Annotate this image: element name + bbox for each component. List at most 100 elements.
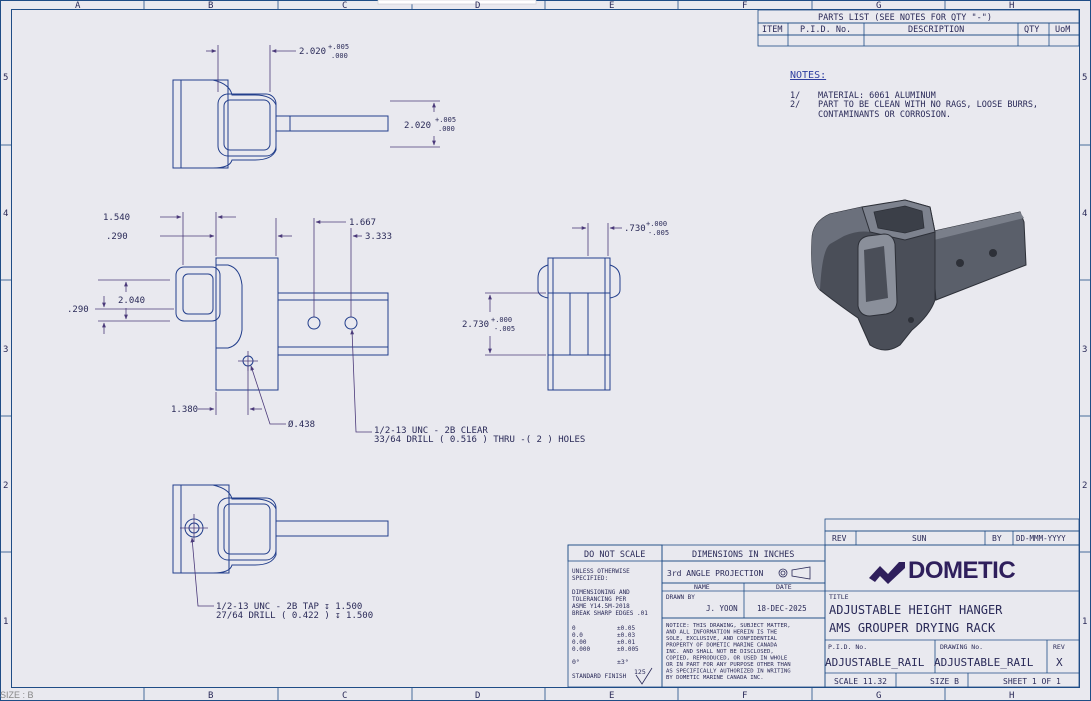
dim-front-1667: 1.667 xyxy=(349,218,376,228)
tolerance-angle-value: ±3° xyxy=(617,658,629,666)
tolerancing-line3: ASME Y14.5M-2018 xyxy=(572,603,630,610)
scale-value: SCALE 11.32 xyxy=(834,677,887,686)
zone-bottom-h: H xyxy=(1009,691,1014,701)
pid-value: ADJUSTABLE_RAIL xyxy=(825,656,925,669)
parts-list-title: PARTS LIST (SEE NOTES FOR QTY "-") xyxy=(818,13,992,23)
zone-top-h: H xyxy=(1009,1,1014,11)
revision-sun-label: SUN xyxy=(912,534,927,543)
notice-line6: COPIED, REPRODUCED, OR USED IN WHOLE xyxy=(666,656,788,662)
zone-bottom-g: G xyxy=(876,691,881,701)
projection-label: 3rd ANGLE PROJECTION xyxy=(667,569,764,578)
third-angle-projection-icon xyxy=(778,566,811,580)
dim-front-1540: 1.540 xyxy=(103,213,130,223)
name-header: NAME xyxy=(694,583,710,591)
parts-list-header-uom: UoM xyxy=(1055,25,1070,35)
tolerance-angle-label: 0° xyxy=(572,658,580,666)
top-view-dims xyxy=(206,45,440,148)
date-header: DATE xyxy=(776,583,792,591)
zone-top-b: B xyxy=(208,1,213,11)
unless-line2: SPECIFIED: xyxy=(572,575,608,582)
dim-top-width-tol-minus: .000 xyxy=(331,52,348,60)
dim-top-width-tol-plus: +.005 xyxy=(328,43,349,51)
dim-front-hole-dia: Ø.438 xyxy=(288,419,315,430)
zone-top-e: E xyxy=(609,1,614,11)
tolerance-dec-1: 0.0 xyxy=(572,632,583,639)
tolerance-dec-2: 0.00 xyxy=(572,639,587,646)
rev-label: REV xyxy=(1053,643,1065,651)
size-tag: SIZE : B xyxy=(0,690,34,700)
note-2-text-line1: PART TO BE CLEAN WITH NO RAGS, LOOSE BUR… xyxy=(818,100,1038,110)
dim-side-2730: 2.730 xyxy=(462,320,489,330)
dim-front-2040: 2.040 xyxy=(118,296,145,306)
title-block xyxy=(567,518,1080,688)
dim-front-3333: 3.333 xyxy=(365,232,392,242)
dometic-logo-text: DOMETIC xyxy=(908,557,1015,584)
pid-label: P.I.D. No. xyxy=(828,643,867,651)
drawing-number-value: ADJUSTABLE_RAIL xyxy=(934,656,1034,669)
isometric-view xyxy=(811,199,1027,351)
callout-clear-line2: 33/64 DRILL ( 0.516 ) THRU -( 2 ) HOLES xyxy=(374,435,585,445)
zone-bottom-d: D xyxy=(475,691,480,701)
zone-top-f: F xyxy=(742,1,747,11)
parts-list-header-qty: QTY xyxy=(1024,25,1039,35)
tolerance-val-2: ±0.01 xyxy=(617,639,635,646)
dim-side-730-minus: -.005 xyxy=(648,229,669,237)
callout-clear-line1: 1/2-13 UNC - 2B CLEAR xyxy=(374,426,488,436)
zone-left-1: 1 xyxy=(3,617,8,627)
dim-side-2730-minus: -.005 xyxy=(494,325,515,333)
window-tab xyxy=(377,0,537,5)
tolerancing-line1: DIMENSIONING AND xyxy=(572,589,630,596)
zone-top-d: D xyxy=(475,1,480,11)
title-line1: ADJUSTABLE HEIGHT HANGER xyxy=(829,603,1003,617)
callout-tap-line1: 1/2-13 UNC - 2B TAP ↧ 1.500 xyxy=(216,602,362,612)
note-1-number: 1/ xyxy=(790,91,800,101)
side-view xyxy=(537,257,621,391)
drawn-by-name: J. YOON xyxy=(706,604,738,613)
zone-right-1: 1 xyxy=(1082,617,1087,627)
title-label: TITLE xyxy=(829,593,849,601)
dim-top-height-tol-plus: +.005 xyxy=(435,116,456,124)
rev-value: X xyxy=(1056,656,1063,669)
notice-line5: INC. AND SHALL NOT BE DISCLOSED, xyxy=(666,649,774,655)
parts-list-header-description: DESCRIPTION xyxy=(908,25,964,35)
notice-line1: NOTICE: THIS DRAWING, SUBJECT MATTER, xyxy=(666,623,791,629)
revision-date-placeholder: DD-MMM-YYYY xyxy=(1016,534,1066,543)
notes-heading: NOTES: xyxy=(790,70,826,81)
front-view xyxy=(175,257,389,391)
bottom-view xyxy=(172,484,389,574)
revision-by-label: BY xyxy=(992,534,1002,543)
tolerance-val-0: ±0.05 xyxy=(617,625,635,632)
notice-line9: BY DOMETIC MARINE CANADA INC. xyxy=(666,675,764,681)
notice-line7: OR IN PART FOR ANY PURPOSE OTHER THAN xyxy=(666,662,791,668)
finish-value: 125 xyxy=(634,668,646,676)
notice-line8: AS SPECIFICALLY AUTHORIZED IN WRITING xyxy=(666,669,791,675)
notice-line4: PROPERTY OF DOMETIC MARINE CANADA xyxy=(666,643,778,649)
tolerance-dec-0: 0 xyxy=(572,625,576,632)
sheet-value: SHEET 1 OF 1 xyxy=(1003,677,1061,686)
dim-front-290a: .290 xyxy=(106,232,128,242)
drawing-number-label: DRAWING No. xyxy=(940,643,983,651)
bottom-view-dims xyxy=(180,514,214,607)
unless-line1: UNLESS OTHERWISE xyxy=(572,568,630,575)
dometic-logo-icon xyxy=(869,562,905,584)
dim-front-290b: .290 xyxy=(67,305,89,315)
dim-side-730: .730 xyxy=(624,224,646,234)
note-1-text: MATERIAL: 6061 ALUMINUM xyxy=(818,91,936,101)
dim-top-height: 2.020 xyxy=(404,121,431,131)
zone-bottom-e: E xyxy=(609,691,614,701)
dim-top-width: 2.020 xyxy=(299,47,326,57)
tolerancing-line2: TOLERANCING PER xyxy=(572,596,627,603)
note-2-text-line2: CONTAMINANTS OR CORROSION. xyxy=(818,110,951,120)
parts-list-header-item: ITEM xyxy=(762,25,782,35)
notes: NOTES: 1/ MATERIAL: 6061 ALUMINUM 2/ PAR… xyxy=(790,70,1038,120)
notice-line3: SOLE, EXCLUSIVE, AND CONFIDENTIAL xyxy=(666,636,778,642)
zone-top-g: G xyxy=(876,1,881,11)
title-line2: AMS GROUPER DRYING RACK xyxy=(829,621,996,635)
top-view xyxy=(172,79,389,169)
tolerancing-line4: BREAK SHARP EDGES .01 xyxy=(572,610,648,617)
standard-finish-label: STANDARD FINISH xyxy=(572,673,627,680)
surface-finish-icon xyxy=(635,667,653,685)
front-view-dims xyxy=(95,212,372,433)
notice-line2: AND ALL INFORMATION HEREIN IS THE xyxy=(666,630,778,636)
